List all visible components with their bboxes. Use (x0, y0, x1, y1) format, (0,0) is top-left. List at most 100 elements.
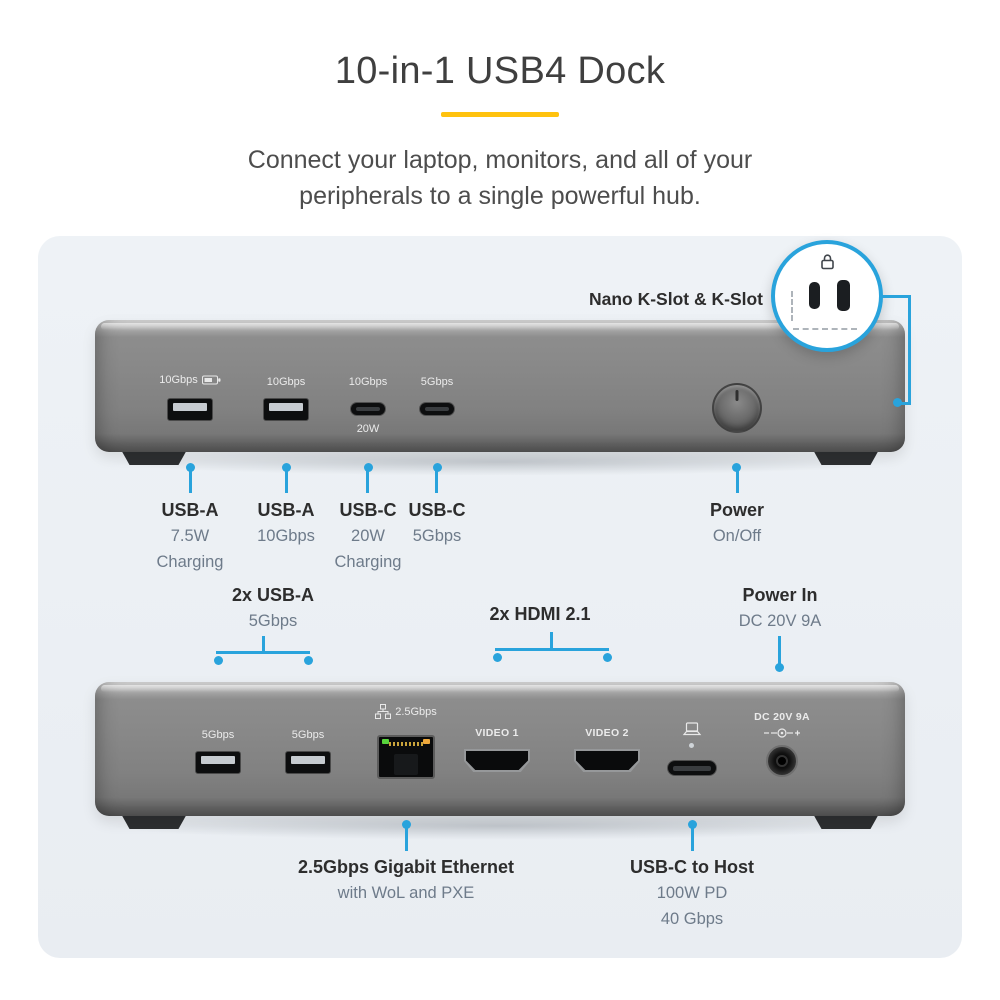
laptop-icon (682, 722, 702, 736)
front-usba2-port (263, 398, 309, 421)
usba-tab (201, 756, 235, 764)
callout-sub: with WoL and PXE (337, 884, 475, 902)
front-usbc2-label: 5Gbps (420, 376, 454, 388)
callout-title: 2.5Gbps Gigabit Ethernet (297, 857, 515, 877)
usbc-inner (356, 407, 380, 411)
callout-title: USB-A (161, 500, 219, 520)
callout-dot (282, 463, 291, 472)
callout-sub: 20W (351, 527, 385, 545)
ethernet-label: 2.5Gbps (351, 704, 461, 719)
callout-title: Power (709, 500, 765, 520)
video1-label: VIDEO 1 (475, 727, 519, 739)
status-led (689, 743, 694, 748)
ethernet-opening (394, 754, 418, 775)
callout-title: USB-C (339, 500, 397, 520)
kslot-label: Nano K-Slot & K-Slot (588, 289, 763, 309)
callout-line (778, 636, 781, 664)
back-usba1-label: 5Gbps (201, 729, 235, 741)
usba-tab (269, 403, 303, 411)
kslot-dashed-edge-left (791, 291, 793, 321)
bracket-dot (493, 653, 502, 662)
back-dock-foot-left (120, 812, 188, 829)
ethernet-speed: 2.5Gbps (395, 705, 437, 718)
front-usbc1-label: 10Gbps (348, 376, 388, 388)
front-usba2-label: 10Gbps (266, 376, 306, 388)
power-button-notch (735, 390, 739, 401)
front-usbc1-port (350, 402, 386, 416)
ethernet-pins (389, 742, 423, 746)
callout-title: USB-C to Host (630, 857, 754, 877)
title-underline (441, 112, 559, 117)
callout-sub: 5Gbps (248, 612, 298, 630)
callout-title: USB-A (257, 500, 315, 520)
front-usba1-port (167, 398, 213, 421)
callout-host: USB-C to Host 100W PD 40 Gbps (562, 855, 822, 932)
ethernet-led-amber (423, 739, 430, 744)
host-usbc-port (667, 760, 717, 776)
front-usbc1-power-label: 20W (356, 423, 380, 435)
callout-dot (402, 820, 411, 829)
front-usba1-label: 10Gbps (140, 374, 240, 386)
front-dock-shadow (105, 448, 895, 476)
callout-dot (688, 820, 697, 829)
callout-sub: 10Gbps (257, 527, 315, 545)
dc-power-pin (776, 755, 788, 767)
callout-dot (433, 463, 442, 472)
callout-line (285, 470, 288, 493)
callout-title: 2x USB-A (231, 585, 315, 605)
callout-front-usba1: USB-A 7.5W Charging (135, 498, 245, 575)
video2-label: VIDEO 2 (585, 727, 629, 739)
callout-ethernet: 2.5Gbps Gigabit Ethernet with WoL and PX… (246, 855, 566, 906)
callout-back-usba: 2x USB-A 5Gbps (203, 583, 343, 634)
front-dock (95, 320, 905, 452)
callout-front-power: Power On/Off (682, 498, 792, 549)
usbc-inner (425, 407, 449, 411)
callout-dot (364, 463, 373, 472)
kslot-dashed-edge-bottom (793, 328, 857, 330)
callout-dot (186, 463, 195, 472)
callout-line (405, 827, 408, 851)
subtitle-line-2: peripherals to a single powerful hub. (299, 182, 701, 210)
bracket-stem (262, 636, 265, 653)
back-usba2-port (285, 751, 331, 774)
bracket-dot (304, 656, 313, 665)
kslot-connector-bottom (899, 402, 911, 405)
subtitle-line-1: Connect your laptop, monitors, and all o… (247, 146, 753, 174)
page-title: 10-in-1 USB4 Dock (334, 50, 666, 92)
callout-line (435, 470, 438, 493)
front-dock-foot-left (120, 448, 188, 465)
callout-sub: DC 20V 9A (738, 612, 822, 630)
dc-label: DC 20V 9A (754, 711, 810, 723)
callout-sub: On/Off (712, 527, 762, 545)
callout-sub: 7.5W (170, 527, 210, 545)
callout-dot (775, 663, 784, 672)
usba-tab (173, 403, 207, 411)
callout-line (366, 470, 369, 493)
network-icon (375, 704, 392, 719)
bracket-dot (603, 653, 612, 662)
callout-hdmi: 2x HDMI 2.1 (460, 602, 620, 627)
kslot-connector-top (881, 295, 911, 298)
hdmi-port-2 (574, 749, 640, 772)
callout-front-usbc2: USB-C 5Gbps (382, 498, 492, 549)
power-button (712, 383, 762, 433)
hdmi-inner (576, 751, 638, 770)
callout-title: USB-C (408, 500, 466, 520)
back-usba1-port (195, 751, 241, 774)
back-usba2-label: 5Gbps (291, 729, 325, 741)
callout-sub: Charging (334, 553, 402, 571)
callout-line (189, 470, 192, 493)
callout-sub: 40 Gbps (660, 910, 724, 928)
callout-sub: Charging (156, 553, 224, 571)
callout-dot (732, 463, 741, 472)
callout-front-usbc1: USB-C 20W Charging (313, 498, 423, 575)
front-usba1-speed: 10Gbps (159, 374, 198, 386)
polarity-icon (764, 728, 800, 738)
callout-front-usba2: USB-A 10Gbps (231, 498, 341, 549)
callout-line (691, 827, 694, 851)
bracket-stem (550, 632, 553, 650)
battery-charging-icon (201, 375, 221, 385)
kslot-connector-side (908, 295, 911, 405)
back-dock-shadow (105, 812, 895, 840)
